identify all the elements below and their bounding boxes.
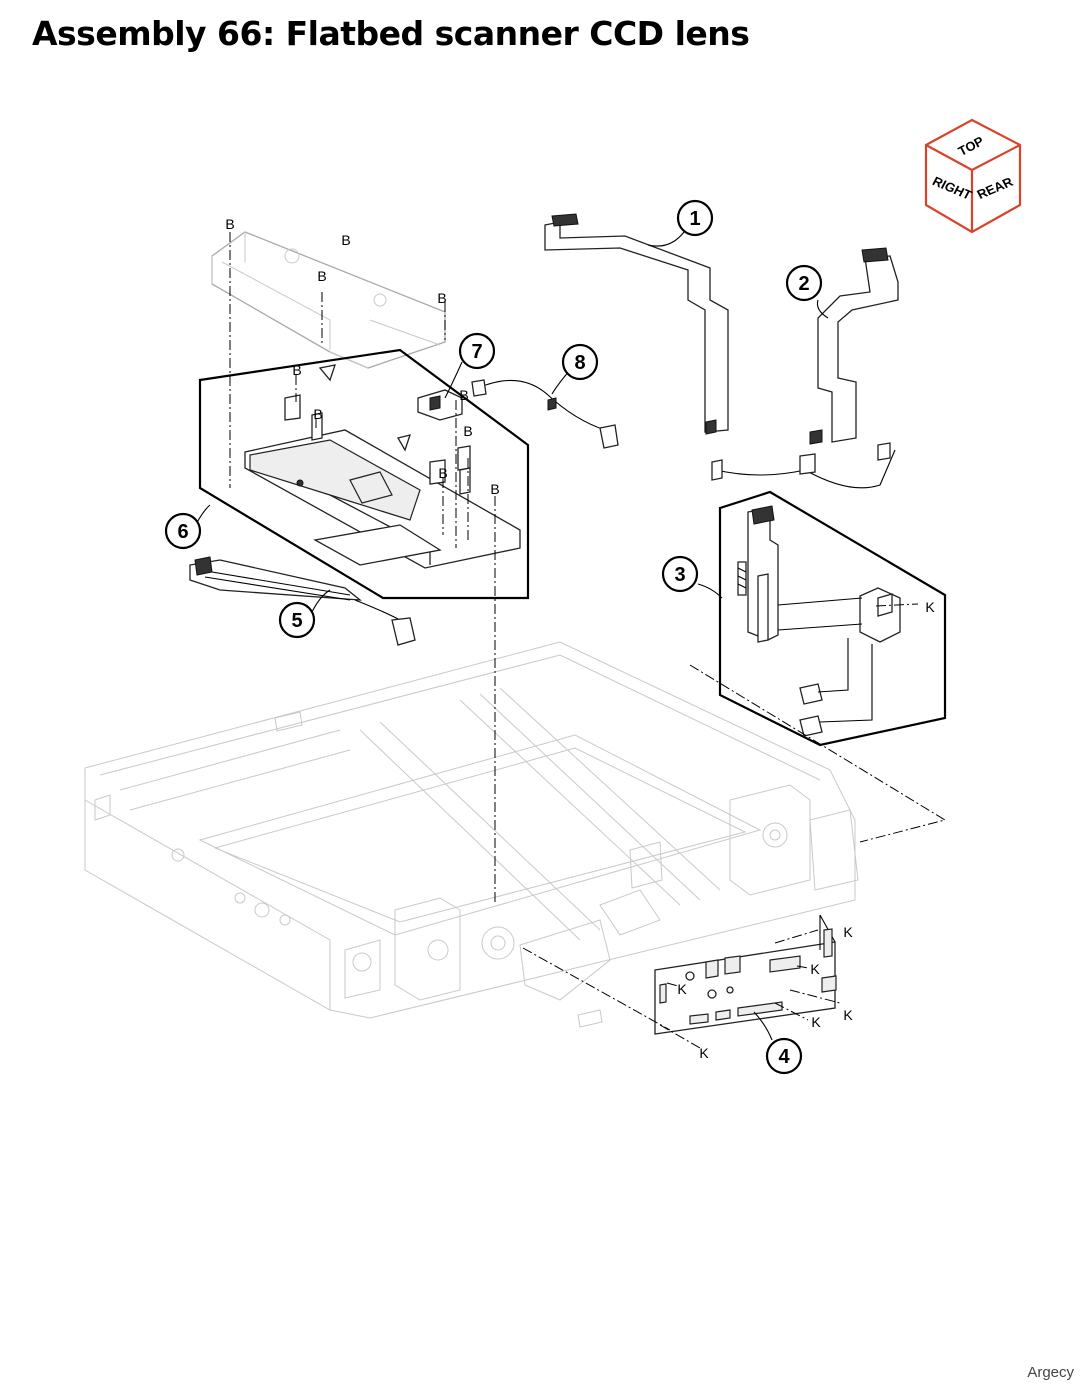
ccd-controller-board [654,914,837,1035]
callout-number: 6 [177,521,188,543]
alignment-lines [229,232,947,1049]
scanner-cover [211,231,446,369]
b-tag: B [459,387,468,403]
callout-bubble-3: 3 [661,555,699,593]
b-tag: B [225,216,234,232]
scanner-base-frame [84,641,859,1028]
callout-bubble-6: 6 [164,512,202,550]
callout-6-frame [198,348,530,600]
callout-bubble-5: 5 [278,601,316,639]
b-tag: B [437,290,446,306]
callout-bubble-4: 4 [765,1037,803,1075]
k-tag: K [925,599,935,615]
callout-number: 4 [778,1046,790,1068]
k-tag: K [843,924,853,940]
callout-number: 8 [574,352,585,374]
callout-number: 5 [291,610,302,632]
b-tag: B [490,481,499,497]
callout-3-frame [718,490,947,747]
page-title: Assembly 66: Flatbed scanner CCD lens [32,14,750,53]
lamp-spring-bracket [737,505,901,737]
callout-bubble-8: 8 [561,343,599,381]
sensor-cable-assembly [711,442,896,489]
k-tag: K [677,981,687,997]
k-tag: K [810,961,820,977]
ccd-carriage-assembly [244,364,521,569]
callout-number: 7 [471,341,482,363]
k-tags: K K K K K K K [677,599,935,1061]
b-tags: B B B B B B B B B B [225,216,499,497]
callout-number: 1 [689,208,700,230]
callout-number: 2 [798,273,809,295]
b-tag: B [341,232,350,248]
watermark: Argecy [1027,1364,1074,1381]
k-tag: K [843,1007,853,1023]
sensor-cable [471,379,619,449]
b-tag: B [313,406,322,422]
callout-bubble-2: 2 [785,264,823,302]
b-tag: B [292,362,301,378]
callout-bubble-7: 7 [458,332,496,370]
k-tag: K [699,1045,709,1061]
callout-number: 3 [674,564,685,586]
orientation-cube: TOP RIGHT REAR [924,118,1022,234]
b-tag: B [317,268,326,284]
b-tag: B [463,423,472,439]
sensor-bracket [417,389,471,471]
flat-cable-1 [544,213,729,435]
ccd-harness [189,556,416,646]
k-tag: K [811,1014,821,1030]
flat-cable-2 [809,247,899,445]
callout-bubble-1: 1 [676,199,714,237]
b-tag: B [438,465,447,481]
